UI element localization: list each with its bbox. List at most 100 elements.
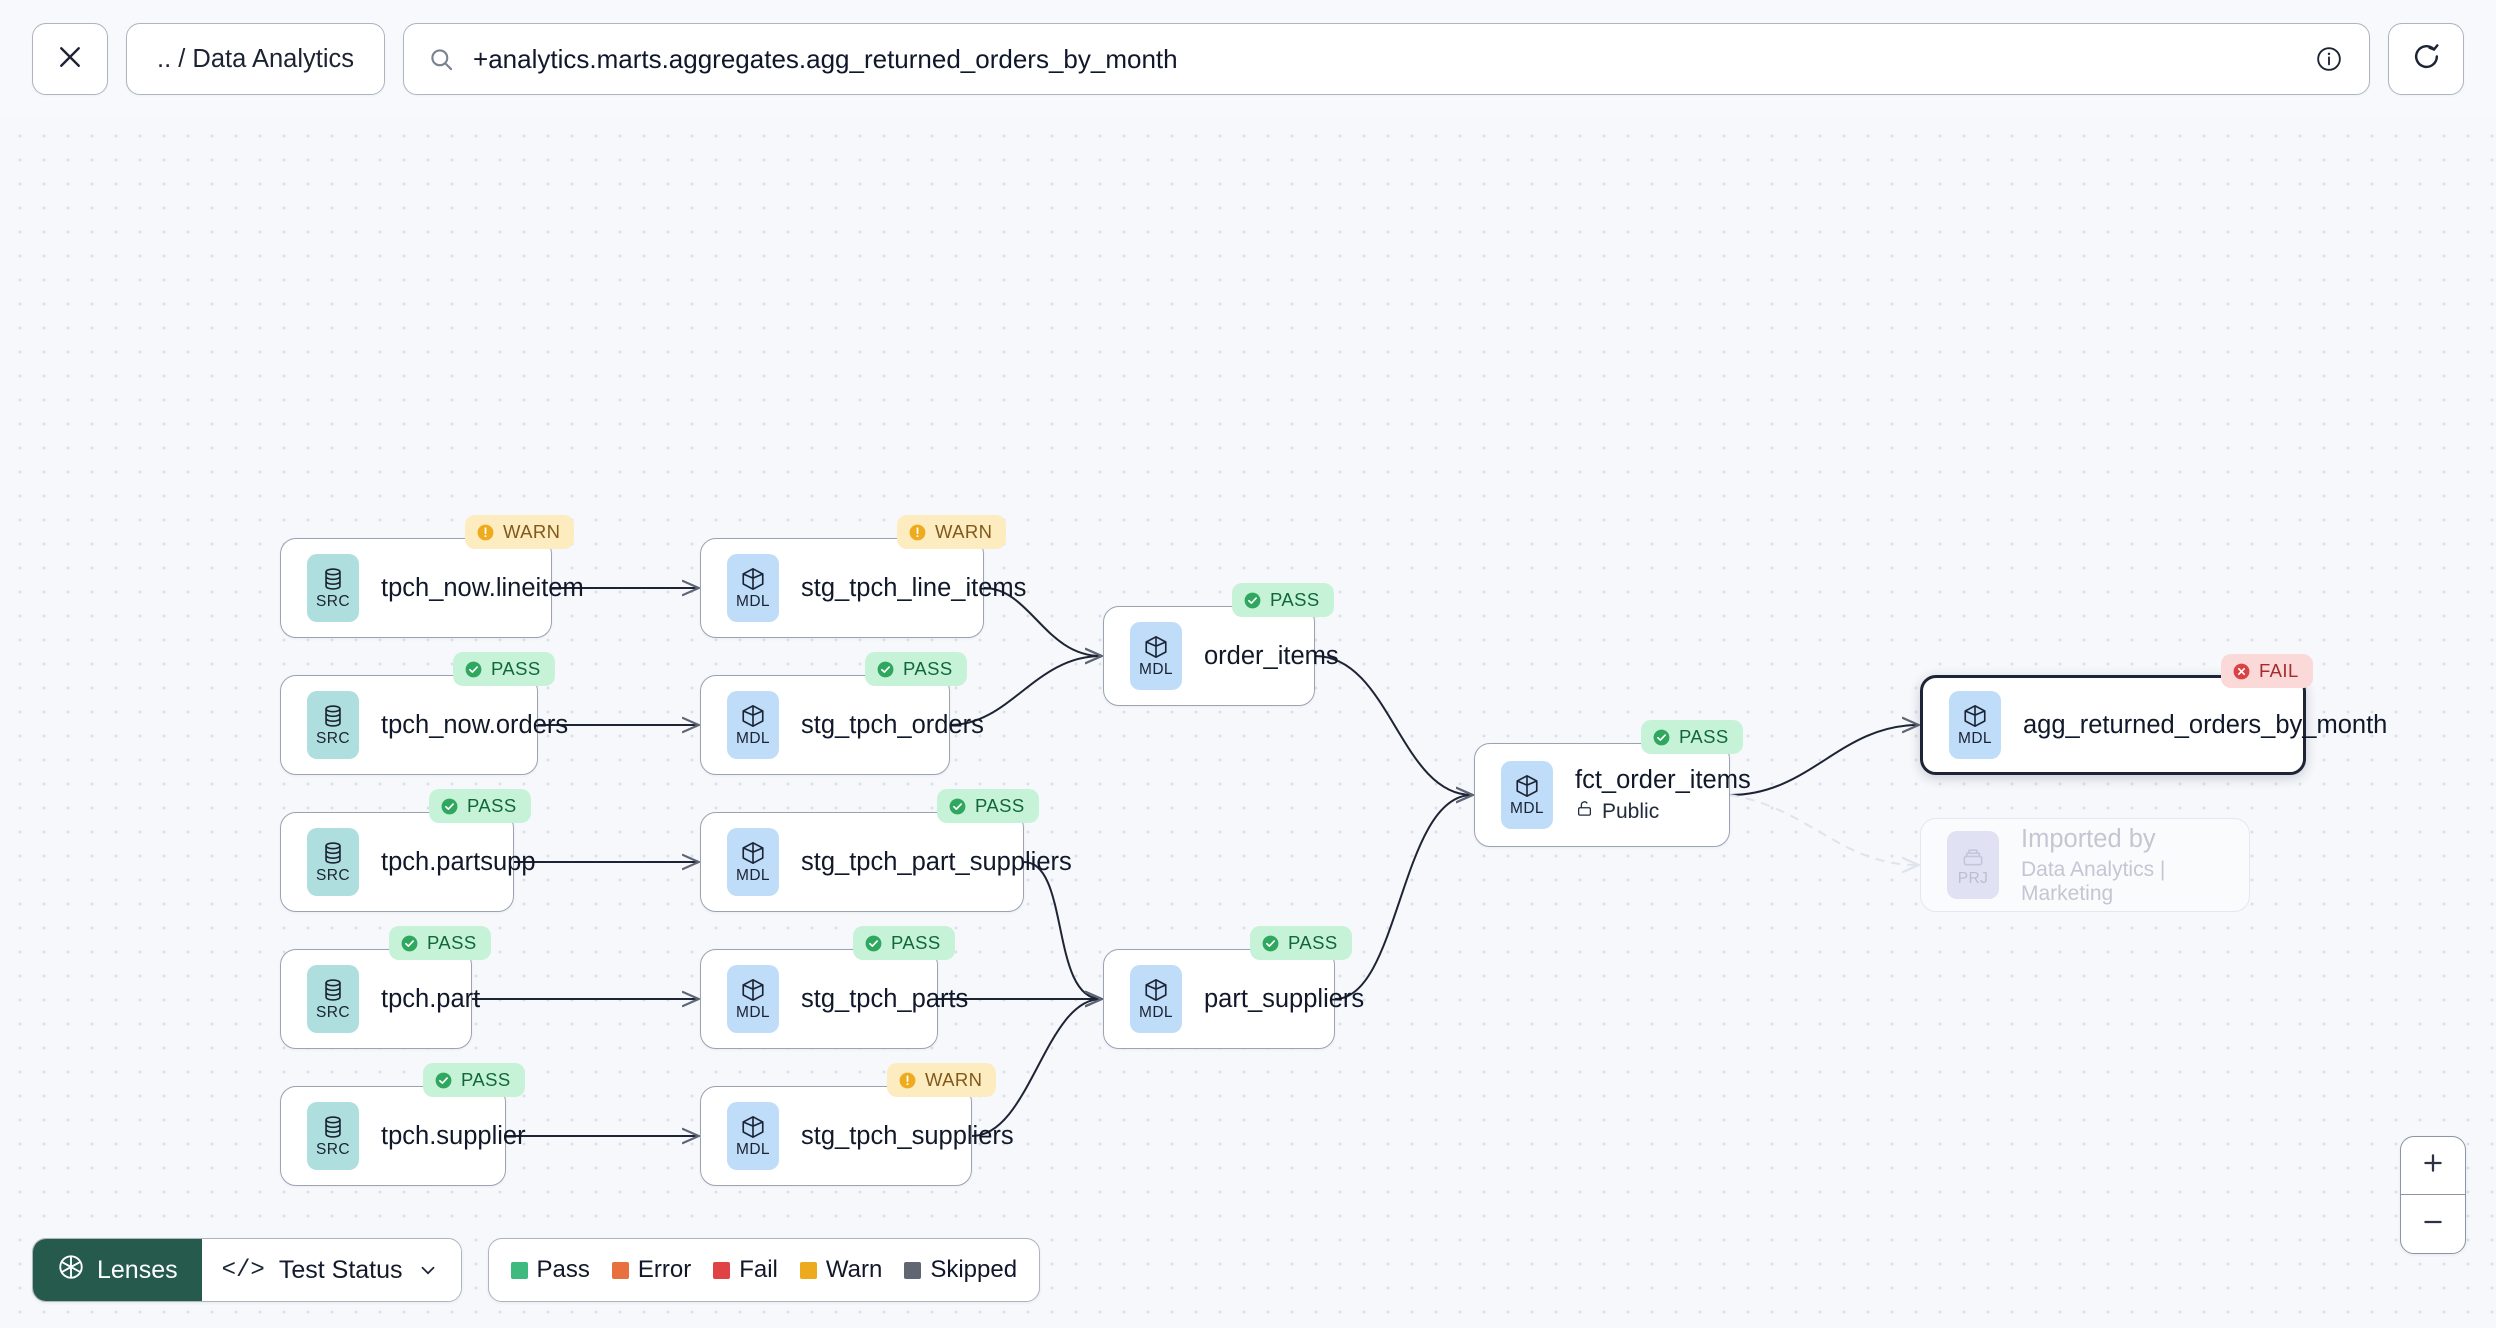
node-title: stg_tpch_line_items bbox=[801, 573, 1027, 602]
status-badge-warn[interactable]: WARN bbox=[897, 515, 1007, 549]
node-kind-badge-src: SRC bbox=[307, 965, 359, 1033]
node-kind-label: SRC bbox=[316, 867, 350, 885]
legend-item-error[interactable]: Error bbox=[611, 1256, 692, 1284]
cube-icon bbox=[1143, 634, 1169, 660]
database-icon bbox=[320, 977, 346, 1003]
node-kind-badge-src: SRC bbox=[307, 691, 359, 759]
cube-icon bbox=[740, 977, 766, 1003]
graph-node-agg_returned_orders[interactable]: FAIL MDL agg_returned_orders_by_month bbox=[1920, 654, 2388, 775]
node-kind-label: MDL bbox=[1139, 1004, 1173, 1022]
node-kind-badge-mdl: MDL bbox=[1130, 622, 1182, 690]
legend-label: Error bbox=[637, 1256, 692, 1283]
node-title: stg_tpch_part_suppliers bbox=[801, 847, 1072, 876]
cube-icon bbox=[740, 703, 766, 729]
node-kind-badge-mdl: MDL bbox=[727, 554, 779, 622]
lenses-button[interactable]: Lenses bbox=[33, 1239, 202, 1301]
cube-icon bbox=[740, 1114, 766, 1140]
breadcrumb-button[interactable]: .. / Data Analytics bbox=[126, 23, 386, 95]
status-badge-pass[interactable]: PASS bbox=[453, 652, 555, 686]
legend-swatch-skipped bbox=[904, 1261, 922, 1279]
graph-node-stg_tpch_line_items[interactable]: WARN MDL stg_tpch_line_items bbox=[700, 515, 1027, 638]
info-icon[interactable] bbox=[2315, 45, 2343, 73]
node-title: order_items bbox=[1204, 641, 1339, 670]
node-body: agg_returned_orders_by_month bbox=[2023, 710, 2388, 739]
node-body: stg_tpch_line_items bbox=[801, 573, 1027, 602]
graph-node-tpch_now_orders[interactable]: PASS SRC tpch_now.orders bbox=[280, 652, 568, 775]
zoom-in-button[interactable] bbox=[2401, 1137, 2465, 1195]
status-pass-icon bbox=[876, 660, 895, 679]
status-badge-pass[interactable]: PASS bbox=[865, 652, 967, 686]
node-body: stg_tpch_part_suppliers bbox=[801, 847, 1072, 876]
node-kind-label: MDL bbox=[1958, 730, 1992, 748]
legend-label: Pass bbox=[536, 1256, 590, 1283]
node-kind-badge-src: SRC bbox=[307, 1102, 359, 1170]
legend-item-fail[interactable]: Fail bbox=[713, 1256, 778, 1284]
top-toolbar: .. / Data Analytics +analytics.marts.agg… bbox=[0, 0, 2496, 118]
node-kind-badge-mdl: MDL bbox=[727, 965, 779, 1033]
status-badge-warn[interactable]: WARN bbox=[887, 1063, 997, 1097]
graph-node-tpch_supplier[interactable]: PASS SRC tpch.supplier bbox=[280, 1063, 526, 1186]
node-body: tpch.supplier bbox=[381, 1122, 526, 1150]
status-badge-label: PASS bbox=[903, 658, 953, 679]
node-kind-badge-prj: PRJ bbox=[1947, 831, 1999, 899]
refresh-button[interactable] bbox=[2388, 23, 2464, 95]
status-badge-pass[interactable]: PASS bbox=[1250, 926, 1352, 960]
status-badge-pass[interactable]: PASS bbox=[423, 1063, 525, 1097]
status-badge-fail[interactable]: FAIL bbox=[2221, 654, 2313, 688]
search-input[interactable]: +analytics.marts.aggregates.agg_returned… bbox=[473, 43, 1178, 74]
status-badge-label: WARN bbox=[935, 521, 993, 542]
code-icon: </> bbox=[221, 1256, 265, 1284]
node-subtitle: Public bbox=[1575, 799, 1703, 823]
node-title: agg_returned_orders_by_month bbox=[2023, 710, 2388, 739]
lens-control-group: Lenses </> Test Status bbox=[32, 1238, 462, 1302]
graph-node-order_items[interactable]: PASS MDL order_items bbox=[1103, 583, 1339, 706]
status-badge-pass[interactable]: PASS bbox=[853, 926, 955, 960]
status-badge-warn[interactable]: WARN bbox=[465, 515, 575, 549]
legend-item-warn[interactable]: Warn bbox=[799, 1256, 882, 1284]
node-kind-label: MDL bbox=[1139, 661, 1173, 679]
aperture-icon bbox=[57, 1253, 85, 1288]
node-body: order_items bbox=[1204, 641, 1339, 670]
status-badge-pass[interactable]: PASS bbox=[1232, 583, 1334, 617]
graph-node-part_suppliers[interactable]: PASS MDL part_suppliers bbox=[1103, 926, 1365, 1049]
status-badge-label: PASS bbox=[1679, 726, 1729, 747]
node-kind-badge-mdl: MDL bbox=[1130, 965, 1182, 1033]
node-body: part_suppliers bbox=[1204, 984, 1365, 1013]
status-warn-icon bbox=[476, 523, 495, 542]
node-title: part_suppliers bbox=[1204, 984, 1365, 1013]
legend-item-pass[interactable]: Pass bbox=[510, 1256, 590, 1284]
test-status-dropdown[interactable]: </> Test Status bbox=[201, 1239, 461, 1301]
status-badge-pass[interactable]: PASS bbox=[937, 789, 1039, 823]
node-subtitle-label: Public bbox=[1602, 799, 1660, 823]
status-pass-icon bbox=[464, 660, 483, 679]
node-kind-badge-src: SRC bbox=[307, 828, 359, 896]
legend-label: Fail bbox=[739, 1256, 778, 1283]
zoom-out-button[interactable] bbox=[2401, 1195, 2465, 1253]
status-badge-pass[interactable]: PASS bbox=[1641, 720, 1743, 754]
legend-label: Skipped bbox=[930, 1256, 1018, 1283]
project-icon bbox=[1960, 843, 1986, 869]
legend-swatch-pass bbox=[510, 1261, 528, 1279]
search-bar[interactable]: +analytics.marts.aggregates.agg_returned… bbox=[403, 23, 2370, 95]
status-pass-icon bbox=[864, 934, 883, 953]
status-badge-pass[interactable]: PASS bbox=[389, 926, 491, 960]
database-icon bbox=[320, 566, 346, 592]
node-body: tpch_now.orders bbox=[381, 711, 568, 739]
close-button[interactable] bbox=[32, 23, 108, 95]
status-badge-pass[interactable]: PASS bbox=[429, 789, 531, 823]
legend-item-skipped[interactable]: Skipped bbox=[904, 1256, 1017, 1284]
status-badge-label: PASS bbox=[1288, 932, 1338, 953]
node-kind-label: MDL bbox=[1510, 800, 1544, 818]
node-kind-label: MDL bbox=[736, 593, 770, 611]
legend-swatch-warn bbox=[799, 1261, 817, 1279]
